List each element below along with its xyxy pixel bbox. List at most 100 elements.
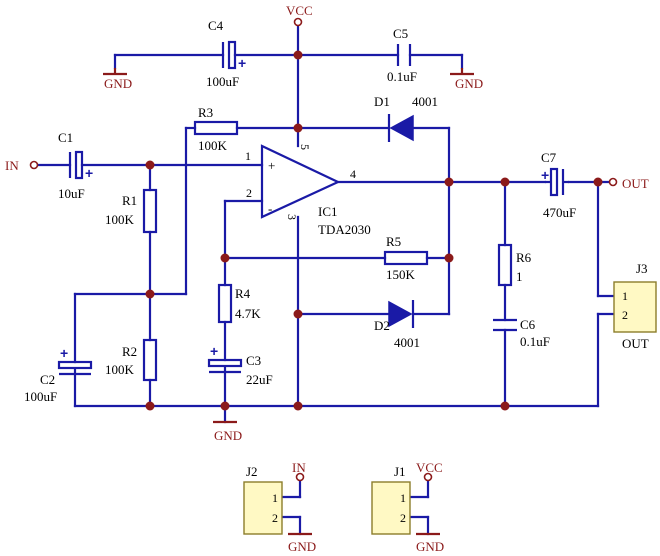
c2-ref: C2 [40,372,55,387]
capacitor-c7: + C7 470uF [541,150,576,220]
d2-ref: D2 [374,318,390,333]
gnd-label: GND [104,76,132,91]
j1-pin-1: 1 [400,491,406,505]
r3-value: 100K [198,138,228,153]
j2-in-label: IN [292,460,306,475]
diode-d2: D2 4001 [374,300,420,350]
r5-value: 150K [386,267,416,282]
capacitor-c5: C5 0.1uF [387,26,417,84]
c2-value: 100uF [24,389,57,404]
junction-dot [145,401,155,411]
c5-value: 0.1uF [387,69,417,84]
r1-value: 100K [105,212,135,227]
pin-2-label: 2 [246,186,252,200]
r5-ref: R5 [386,234,401,249]
d2-value: 4001 [394,335,420,350]
gnd-label: GND [214,428,242,443]
j2-pin-2: 2 [272,511,278,525]
connector-j3: J3 1 2 OUT [613,261,657,351]
capacitor-c4: + C4 100uF [206,18,246,89]
resistor-r5: R5 150K [383,234,429,282]
resistor-r2: R2 100K [105,338,158,382]
r1-ref: R1 [122,193,137,208]
pin-3-label: 3 [285,214,299,220]
j2-gnd-label: GND [288,539,316,554]
resistor-r6: R6 1 [497,243,532,287]
polarity-mark: + [541,167,549,183]
r4-value: 4.7K [235,306,261,321]
j1-pin-2: 2 [400,511,406,525]
ic1-value: TDA2030 [318,222,371,237]
junction-dot [220,401,230,411]
junction-dot [593,177,603,187]
ground-symbol-c5: GND [450,68,483,91]
r4-ref: R4 [235,286,251,301]
r6-ref: R6 [516,250,532,265]
resistor-r3: R3 100K [193,105,239,153]
ic1-ref: IC1 [318,204,338,219]
c6-value: 0.1uF [520,334,550,349]
capacitor-c1: + C1 10uF [58,130,93,201]
gnd-label: GND [455,76,483,91]
j2-ref: J2 [246,464,258,479]
c4-value: 100uF [206,74,239,89]
c4-ref: C4 [208,18,224,33]
noninverting-mark: + [268,158,275,173]
capacitor-c2: + C2 100uF [24,345,93,404]
d1-value: 4001 [412,94,438,109]
c3-ref: C3 [246,353,261,368]
r6-value: 1 [516,269,523,284]
junction-dot [293,401,303,411]
j1-vcc-label: VCC [416,460,443,475]
r3-ref: R3 [198,105,213,120]
c3-value: 22uF [246,372,273,387]
connector-j1: J1 1 2 VCC GND [371,460,444,554]
connector-j2: J2 1 2 IN GND [243,460,316,554]
pin-1-label: 1 [245,149,251,163]
inverting-mark: - [268,201,272,216]
junction-dot [293,50,303,60]
j3-pin-1: 1 [622,289,628,303]
c6-ref: C6 [520,317,536,332]
out-terminal: OUT [608,176,649,191]
ground-symbol-c4: GND [103,68,132,91]
in-terminal: IN [5,158,39,173]
j2-pin-1: 1 [272,491,278,505]
j3-ref: J3 [636,261,648,276]
wires [35,22,616,536]
polarity-mark: + [238,55,246,71]
vcc-label: VCC [286,3,313,18]
junction-dot [444,253,454,263]
r2-ref: R2 [122,344,137,359]
capacitor-c3: + C3 22uF [207,343,273,387]
polarity-mark: + [85,165,93,181]
polarity-mark: + [210,343,218,359]
junctions [145,50,603,411]
j3-pin-2: 2 [622,308,628,322]
polarity-mark: + [60,345,68,361]
c5-ref: C5 [393,26,408,41]
c1-ref: C1 [58,130,73,145]
junction-dot [145,160,155,170]
resistor-r1: R1 100K [105,188,158,234]
junction-dot [500,401,510,411]
c1-value: 10uF [58,186,85,201]
diode-d1: D1 4001 [374,94,438,142]
r2-value: 100K [105,362,135,377]
j1-gnd-label: GND [416,539,444,554]
junction-dot [500,177,510,187]
junction-dot [444,177,454,187]
in-label: IN [5,158,19,173]
vcc-terminal: VCC [286,3,313,27]
junction-dot [293,309,303,319]
ground-symbol-main: GND [213,420,242,443]
d1-ref: D1 [374,94,390,109]
junction-dot [220,253,230,263]
resistor-r4: R4 4.7K [217,283,261,324]
j1-ref: J1 [394,464,406,479]
c7-ref: C7 [541,150,557,165]
j3-label: OUT [622,336,649,351]
capacitor-c6: C6 0.1uF [493,317,550,349]
out-label: OUT [622,176,649,191]
